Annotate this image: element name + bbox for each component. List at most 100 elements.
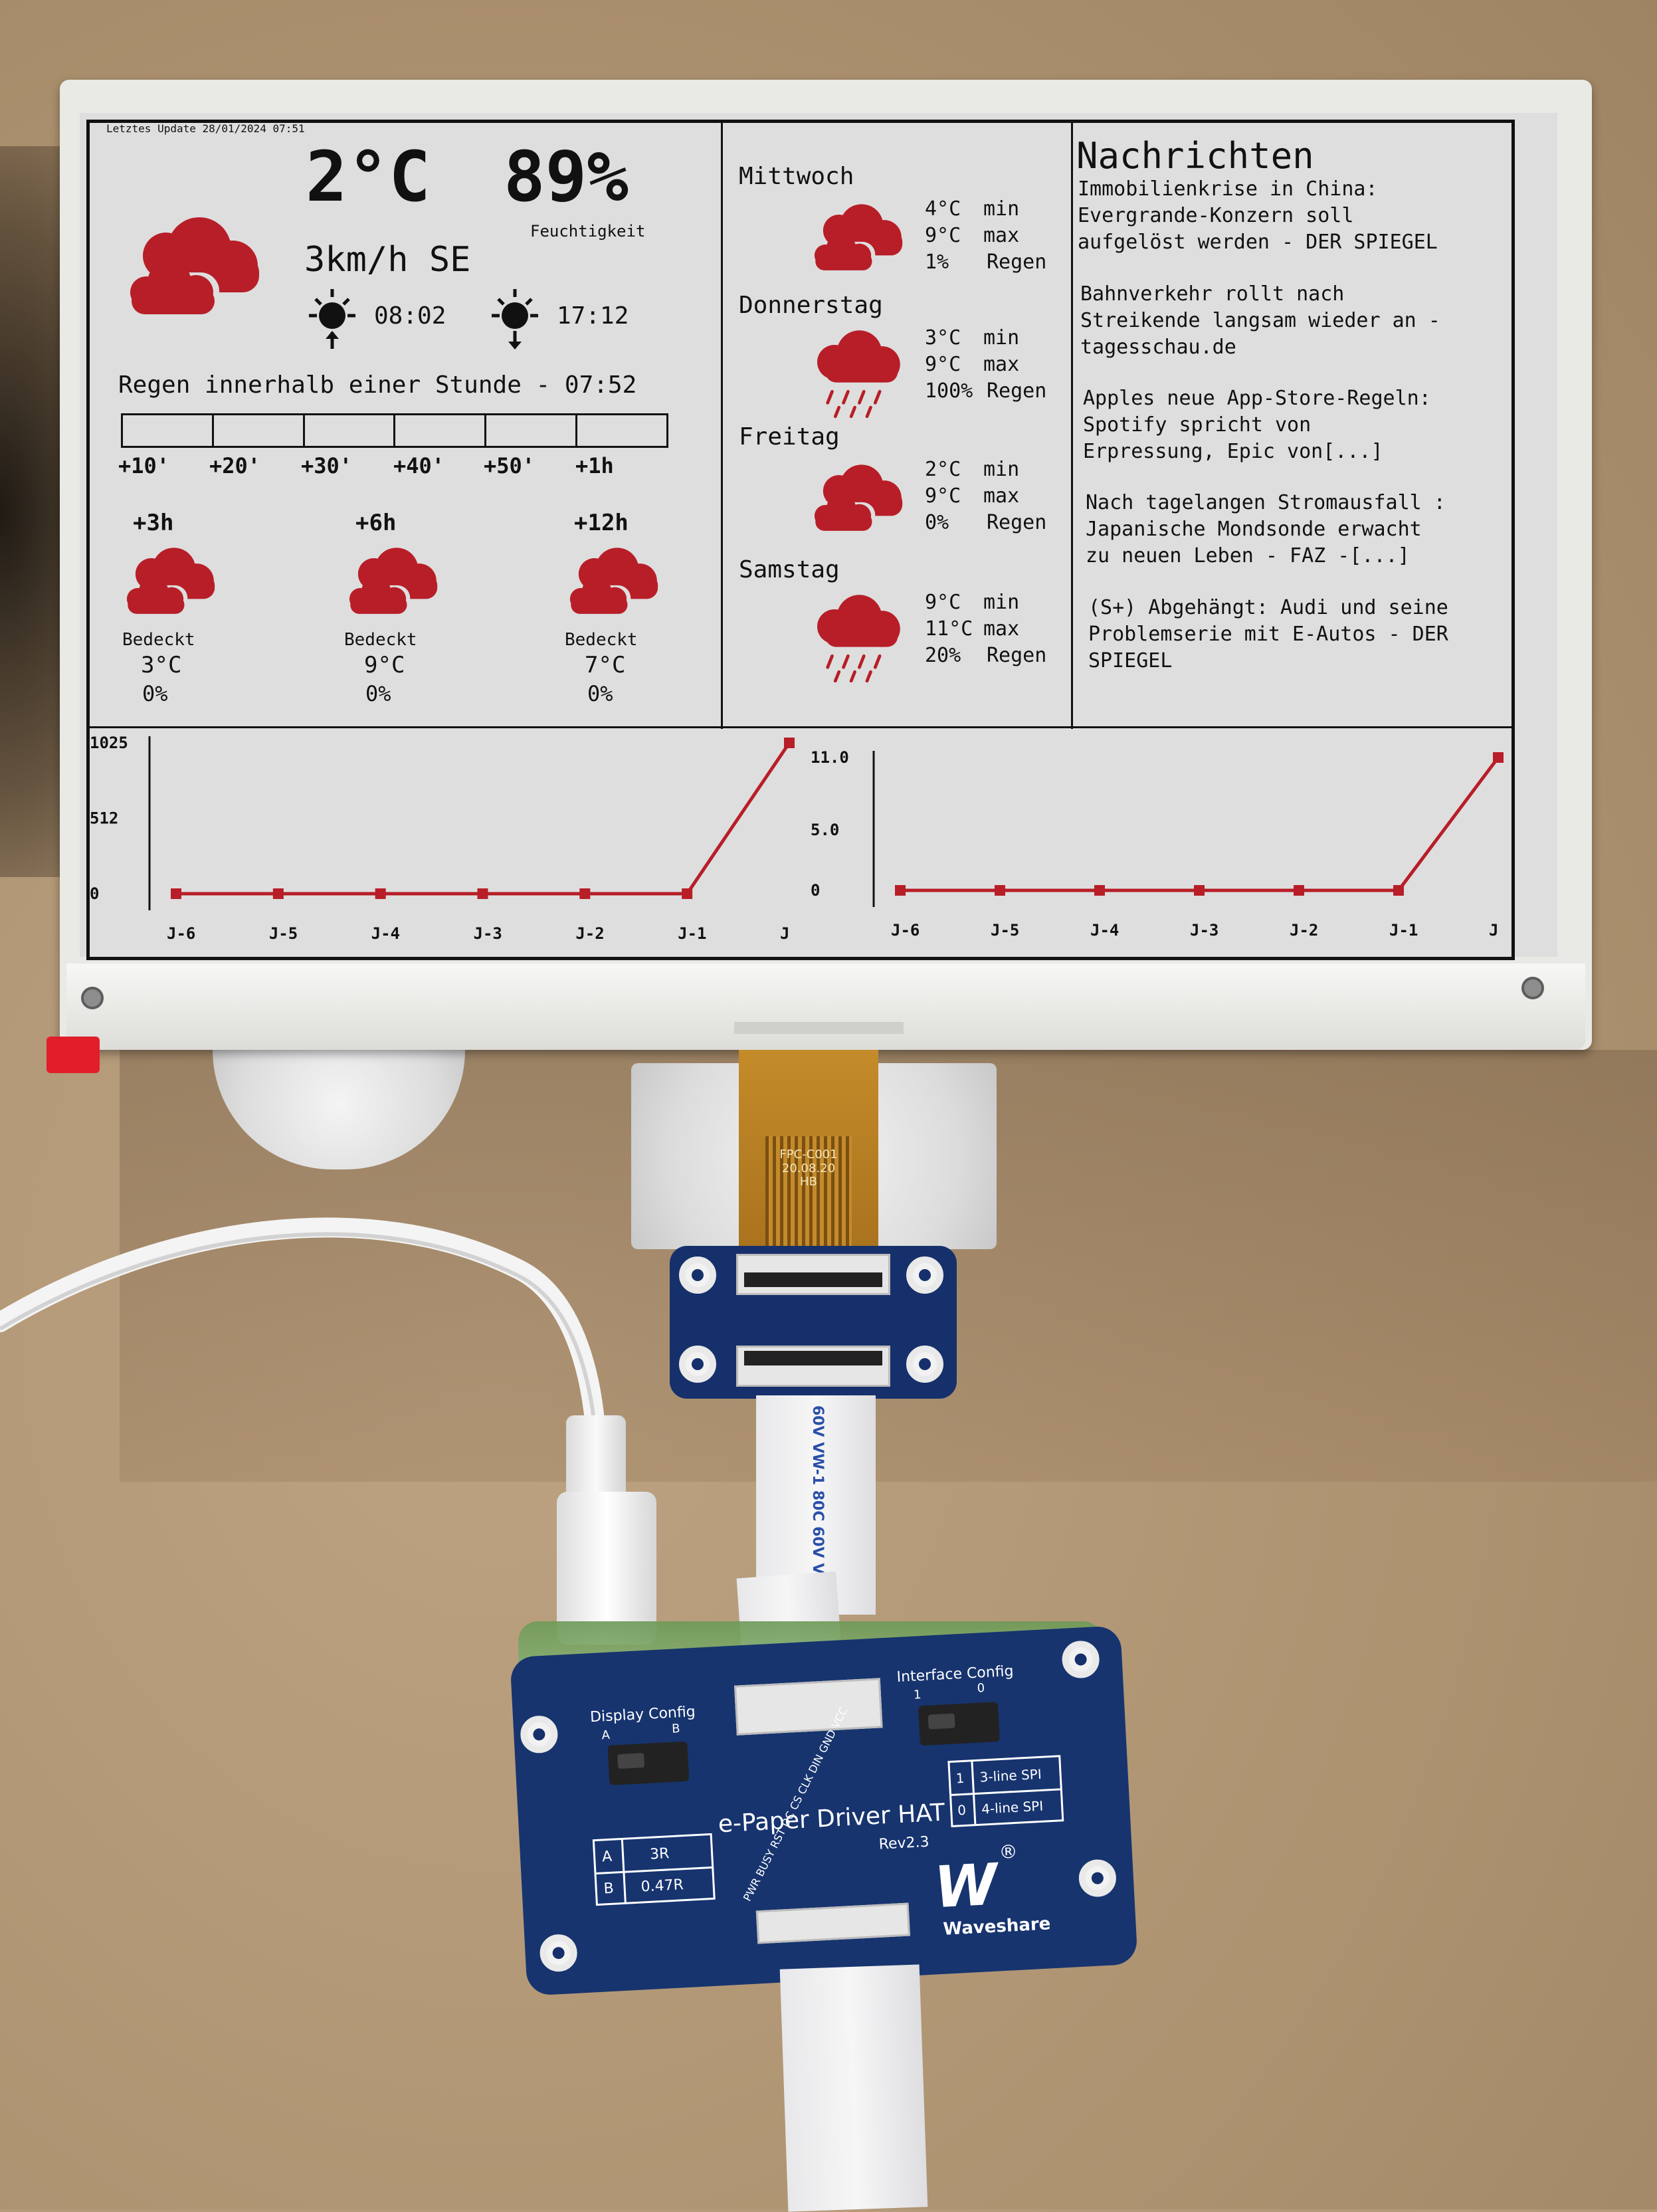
display-frame-bottom	[66, 963, 1585, 1050]
hat-pin-header[interactable]	[755, 1902, 911, 1944]
waveshare-logo: W	[932, 1851, 999, 1922]
sunrise-time: 08:02	[374, 302, 446, 330]
chart-x-tick-label: J-2	[1290, 921, 1318, 940]
hourly-label: +3h	[133, 510, 174, 536]
rain-hour-title: Regen innerhalb einer Stunde - 07:52	[118, 371, 637, 399]
daily-max: 9°C	[925, 353, 961, 376]
daily-rain-label: Regen	[987, 379, 1047, 403]
rain-slot-label: +30'	[301, 453, 353, 478]
daily-max-label: max	[983, 617, 1020, 641]
chart-x-tick-label: J-4	[371, 924, 400, 943]
hat-fpc-connector[interactable]	[733, 1678, 883, 1736]
chart-data-point	[1094, 885, 1105, 896]
hourly-rain: 0%	[365, 681, 391, 706]
rain-slot-label: +20'	[209, 453, 261, 478]
daily-day: Freitag	[739, 423, 840, 451]
daily-min-label: min	[983, 197, 1020, 221]
chart-y-tick-label: 1025	[90, 734, 128, 752]
fpc-traces	[765, 1136, 852, 1262]
daily-rain: 20%	[925, 644, 961, 667]
news-line: Erpressung, Epic von[...]	[1083, 440, 1383, 463]
divider-charts	[88, 726, 1513, 728]
news-line: Evergrande-Konzern soll	[1078, 204, 1354, 227]
mounting-hole	[679, 1257, 716, 1294]
cloudy-icon	[349, 548, 438, 614]
rain-slot-label: +50'	[484, 453, 536, 478]
current-temperature: 2°C	[306, 136, 431, 217]
epaper-border	[86, 120, 1515, 960]
news-line: Spotify spricht von	[1083, 413, 1312, 437]
current-humidity: 89%	[504, 136, 629, 217]
chart-series-line	[176, 742, 791, 896]
hourly-label: +6h	[355, 510, 397, 536]
rain-slot-label: +1h	[575, 453, 614, 478]
chart-y-tick-label: 0	[90, 884, 99, 903]
chart-x-tick-label: J	[1489, 921, 1498, 940]
chart-x-tick-label: J-3	[474, 924, 502, 943]
daily-max: 9°C	[925, 224, 961, 247]
resistor-cell: B	[603, 1880, 615, 1898]
mounting-hole	[539, 1933, 579, 1973]
usb-cable-strain-relief	[566, 1415, 626, 1502]
usb-cable	[0, 1217, 606, 1445]
spi-cell: 4-line SPI	[981, 1797, 1044, 1817]
chart-data-point	[1493, 752, 1504, 763]
cloudy-icon	[814, 464, 903, 531]
mounting-hole	[906, 1346, 943, 1383]
daily-rain: 0%	[925, 511, 949, 534]
rain-slot	[214, 415, 305, 446]
fpc-connector-latch	[744, 1272, 882, 1287]
fpc-label: FPC-C001 20.08.20 HB	[739, 1148, 878, 1189]
daily-max-label: max	[983, 224, 1020, 247]
hourly-desc: Bedeckt	[122, 630, 195, 650]
fpc-flex-cable: FPC-C001 20.08.20 HB	[739, 1050, 878, 1262]
chart-series-line	[900, 756, 1500, 892]
hourly-rain: 0%	[587, 681, 613, 706]
rain-hour-bar	[121, 413, 668, 448]
spi-cell: 1	[955, 1769, 965, 1787]
red-protective-tab	[47, 1037, 100, 1073]
chart-y-tick-label: 5.0	[811, 821, 839, 839]
news-line: Immobilienkrise in China:	[1078, 177, 1378, 201]
display-config-a: A	[601, 1728, 611, 1743]
interface-config-switch[interactable]	[918, 1702, 1000, 1746]
news-line: aufgelöst werden - DER SPIEGEL	[1078, 231, 1438, 254]
daily-min-label: min	[983, 591, 1020, 614]
resistor-cell: 0.47R	[640, 1876, 684, 1896]
fpc-label-line: HB	[800, 1175, 817, 1189]
chart-x-tick-label: J-2	[575, 924, 604, 943]
news-line: Problemserie mit E-Autos - DER	[1088, 623, 1448, 646]
chart-data-point	[995, 885, 1005, 896]
chart-x-tick-label: J-3	[1190, 921, 1218, 940]
rain-cloud-icon	[817, 595, 900, 683]
news-line: tagesschau.de	[1080, 336, 1236, 359]
current-wind: 3km/h SE	[304, 240, 471, 280]
divider-right	[1071, 121, 1073, 729]
news-title: Nachrichten	[1076, 135, 1314, 177]
daily-day: Samstag	[739, 556, 840, 583]
resistor-table: A 3R B 0.47R	[592, 1833, 716, 1906]
news-line: Bahnverkehr rollt nach	[1080, 282, 1345, 306]
news-line: zu neuen Leben - FAZ -[...]	[1086, 544, 1410, 567]
daily-rain-label: Regen	[987, 251, 1047, 274]
hourly-desc: Bedeckt	[344, 630, 417, 650]
mounting-hole	[1078, 1859, 1118, 1898]
daily-rain: 1%	[925, 251, 949, 274]
news-line: Streikende langsam wieder an -	[1080, 309, 1440, 332]
sunset-icon	[492, 289, 538, 350]
display-config-switch[interactable]	[607, 1741, 690, 1785]
hourly-label: +12h	[574, 510, 629, 536]
daily-min: 2°C	[925, 458, 961, 481]
last-update-text: Letztes Update 28/01/2024 07:51	[106, 122, 305, 135]
fpc-connector-latch	[744, 1351, 882, 1365]
chart-y-tick-label: 0	[811, 881, 820, 900]
ribbon-cable-bottom	[779, 1964, 928, 2212]
rain-cloud-icon	[817, 330, 900, 419]
chart-data-point	[682, 888, 693, 899]
hat-revision: Rev2.3	[878, 1833, 930, 1853]
hourly-temp: 9°C	[364, 652, 405, 678]
waveshare-brand: Waveshare	[942, 1914, 1052, 1940]
registered-mark: ®	[998, 1840, 1019, 1864]
